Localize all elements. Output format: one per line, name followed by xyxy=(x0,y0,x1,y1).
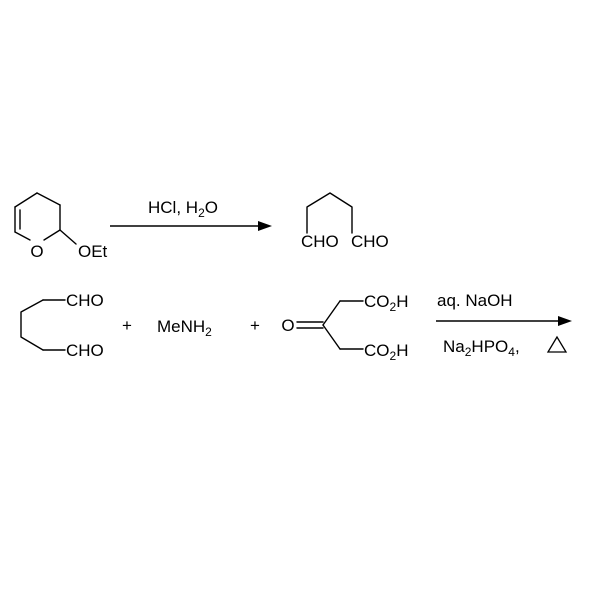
product-cho-left: CHO xyxy=(301,232,339,251)
ring-bond-c2-o xyxy=(43,229,61,241)
arrow-2-head xyxy=(558,316,572,326)
acetonedicarboxylic-acid: O CO2H CO2H xyxy=(281,292,408,363)
ring-bond-c5-c4 xyxy=(14,192,38,208)
product-cho-right: CHO xyxy=(351,232,389,251)
plus-sign-2: + xyxy=(250,316,260,335)
ring-oxygen-label: O xyxy=(30,242,43,261)
arrow-1-head xyxy=(258,221,272,231)
bond-c-to-ch2-top xyxy=(322,300,341,326)
methylamine-label: MeNH2 xyxy=(157,317,212,339)
heat-triangle-icon xyxy=(546,335,568,353)
plus-sign-1: + xyxy=(122,316,132,335)
reaction-arrow-2: aq. NaOH Na2HPO4, xyxy=(436,291,572,359)
carboxylic-acid-top: CO2H xyxy=(364,292,408,314)
ring-bond-o-c6 xyxy=(14,231,31,241)
arrow-2-conditions-above: aq. NaOH xyxy=(437,291,513,310)
glutaraldehyde-chain xyxy=(306,192,353,234)
glutaraldehyde-backbone xyxy=(20,299,44,351)
aldehyde-bottom-label: CHO xyxy=(66,341,104,360)
bond-c-to-ch2-bottom xyxy=(322,324,341,350)
ring-bond-c4-c3 xyxy=(36,192,61,206)
dihydropyran-structure: O OEt xyxy=(14,192,108,261)
arrow-2-conditions-below: Na2HPO4, xyxy=(443,337,520,359)
glutaraldehyde-product: CHO CHO xyxy=(301,192,389,251)
keto-oxygen-label: O xyxy=(281,316,294,335)
carboxylic-acid-bottom: CO2H xyxy=(364,341,408,363)
ethoxy-label: OEt xyxy=(78,242,108,261)
arrow-1-conditions: HCl, H2O xyxy=(148,198,218,220)
aldehyde-top-label: CHO xyxy=(66,291,104,310)
bond-to-ethoxy xyxy=(59,229,77,245)
reaction-arrow-1: HCl, H2O xyxy=(110,198,272,231)
glutaraldehyde-reactant: CHO CHO xyxy=(20,291,104,360)
